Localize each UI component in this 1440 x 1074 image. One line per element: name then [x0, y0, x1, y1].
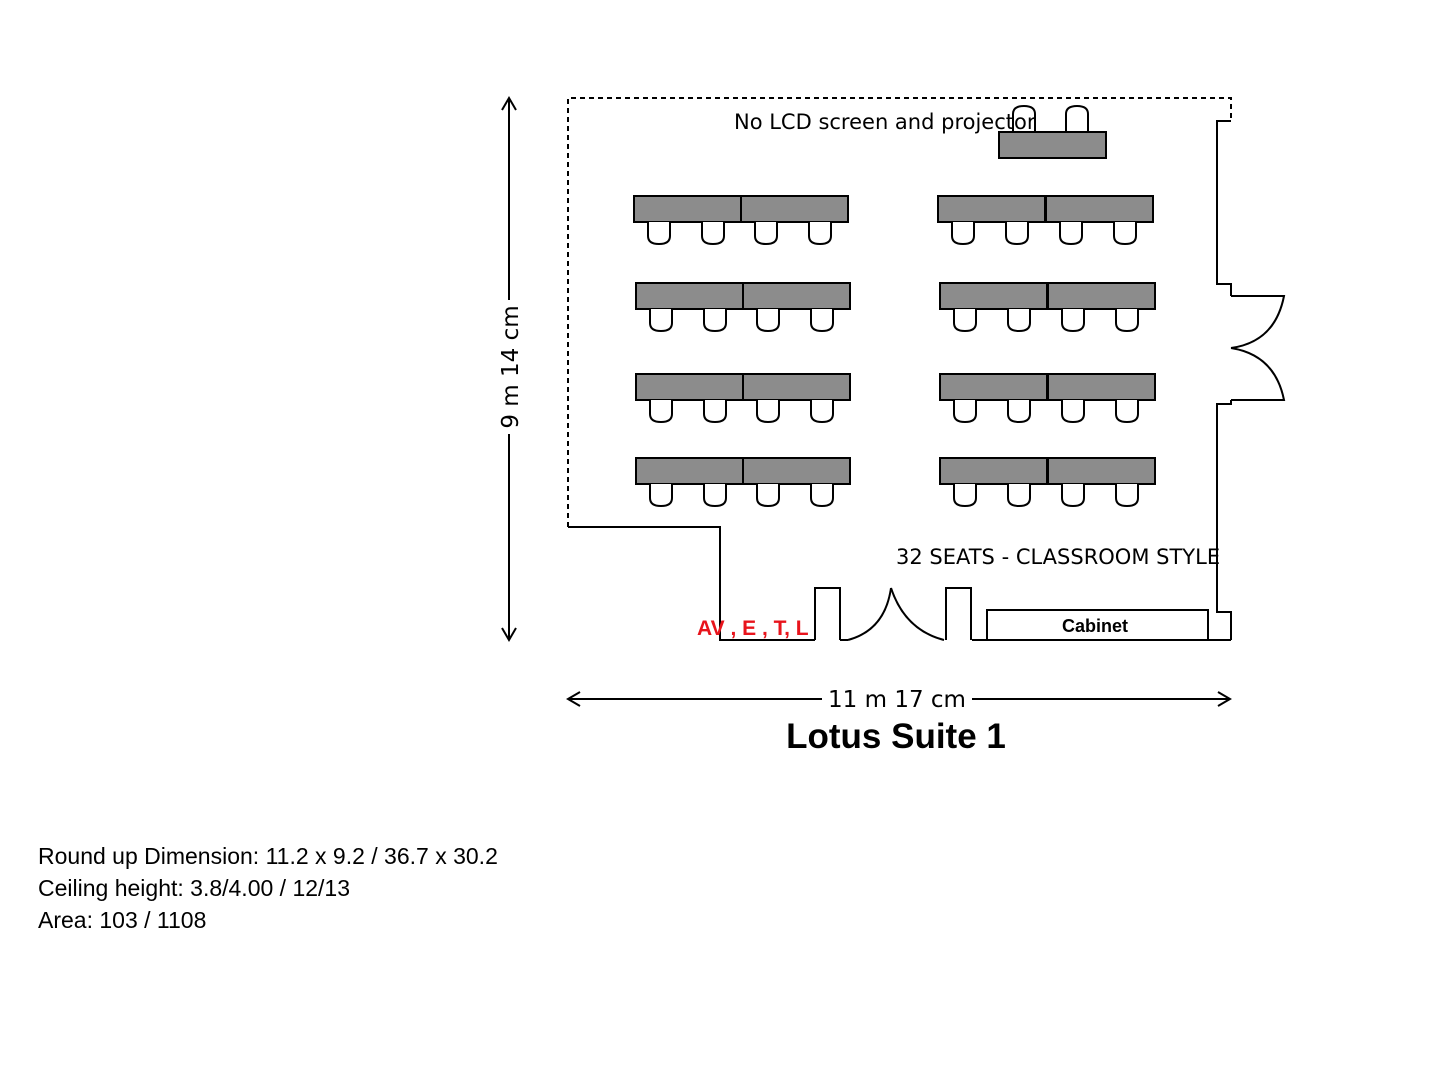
door-right-lower [1230, 347, 1286, 401]
desk [635, 457, 744, 485]
desk [939, 373, 1048, 401]
chair [1007, 309, 1031, 333]
desk [1045, 195, 1154, 223]
desk [742, 282, 851, 310]
chair [1115, 484, 1139, 508]
arrow-head-down [501, 627, 517, 642]
chair [1065, 104, 1089, 132]
door-right-upper [1230, 295, 1286, 349]
pillar-right [945, 587, 972, 640]
ceiling-info: Ceiling height: 3.8/4.00 / 12/13 [38, 875, 351, 901]
chair [701, 222, 725, 246]
chair [649, 484, 673, 508]
chair [703, 484, 727, 508]
chair [810, 400, 834, 424]
desk [740, 195, 849, 223]
arrow-head-left [566, 691, 581, 707]
chair [1115, 400, 1139, 424]
chair [756, 309, 780, 333]
desk [939, 282, 1048, 310]
chair [810, 484, 834, 508]
desk [1047, 457, 1156, 485]
cabinet-label: Cabinet [1062, 616, 1128, 636]
chair [1007, 484, 1031, 508]
chair [756, 484, 780, 508]
chair [1012, 104, 1036, 132]
chair [953, 309, 977, 333]
seating-note: 32 SEATS - CLASSROOM STYLE [896, 545, 1220, 569]
desk [635, 282, 744, 310]
chair [810, 309, 834, 333]
chair [953, 400, 977, 424]
chair [808, 222, 832, 246]
chair [951, 222, 975, 246]
vertical-dimension-label: 9 m 14 cm [498, 305, 524, 428]
door-bottom-right [890, 587, 945, 641]
chair [756, 400, 780, 424]
chair [1059, 222, 1083, 246]
chair [647, 222, 671, 246]
door-bottom-left [847, 587, 892, 641]
projector-note: No LCD screen and projector [734, 110, 1036, 134]
desk [1047, 282, 1156, 310]
chair [1061, 400, 1085, 424]
plan-title: Lotus Suite 1 [786, 717, 1006, 756]
projector-stand [998, 104, 1107, 159]
dimension-arrows [501, 96, 1232, 707]
desk [742, 457, 851, 485]
av-label: AV , E , T, L [697, 617, 809, 640]
desk [742, 373, 851, 401]
arrow-head-right [1217, 691, 1232, 707]
chair [703, 309, 727, 333]
bottom-left-step [568, 526, 815, 641]
dashed-boundary [567, 97, 1232, 527]
chair [1007, 400, 1031, 424]
chair [1113, 222, 1137, 246]
cabinet [986, 609, 1209, 641]
pillar-left [814, 587, 841, 640]
arrow-head-up [501, 96, 517, 111]
right-wall-upper [1216, 120, 1232, 296]
chair [703, 400, 727, 424]
projector-table [998, 131, 1107, 159]
room-info: Round up Dimension: 11.2 x 9.2 / 36.7 x … [38, 840, 498, 936]
chair [1005, 222, 1029, 246]
dimension-info: Round up Dimension: 11.2 x 9.2 / 36.7 x … [38, 843, 498, 869]
chair [1061, 484, 1085, 508]
chair [649, 309, 673, 333]
desk [633, 195, 742, 223]
area-info: Area: 103 / 1108 [38, 907, 207, 933]
desk [939, 457, 1048, 485]
chair [1061, 309, 1085, 333]
desk [1047, 373, 1156, 401]
desk [635, 373, 744, 401]
classroom-desks [633, 195, 1156, 508]
chair [1115, 309, 1139, 333]
horizontal-dimension-label: 11 m 17 cm [828, 687, 966, 713]
desk [937, 195, 1046, 223]
chair [953, 484, 977, 508]
chair [754, 222, 778, 246]
chair [649, 400, 673, 424]
right-wall-lower [1216, 400, 1232, 640]
